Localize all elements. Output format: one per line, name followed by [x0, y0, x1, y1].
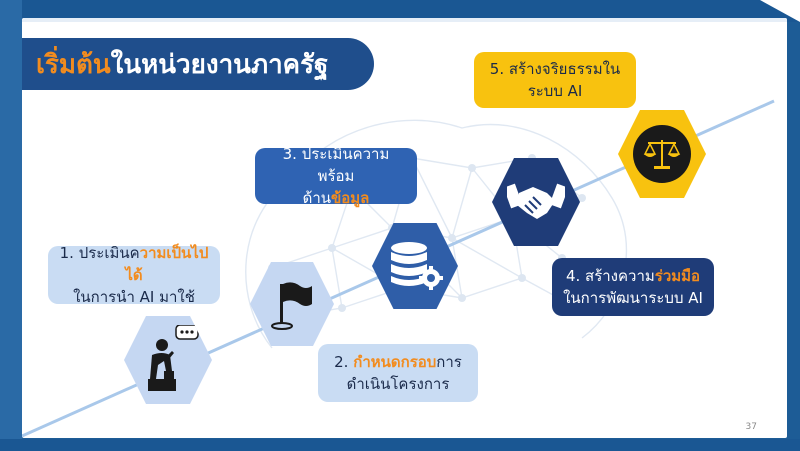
slide-title: เริ่มต้น ในหน่วยงานภาครัฐ — [22, 38, 374, 90]
step-1-line2: ในการนำ AI มาใช้ — [73, 288, 195, 306]
step-1-hex — [124, 316, 212, 404]
step-3-line1: 3. ประเมินความพร้อม — [282, 145, 390, 185]
step-2-prefix: 2. — [334, 353, 354, 371]
step-1-box: 1. ประเมินความเป็นไปได้ ในการนำ AI มาใช้ — [48, 244, 220, 306]
step-2-accent: กำหนดกรอบ — [353, 353, 437, 371]
step-5-icon-circle — [633, 125, 691, 183]
corner-wedge — [760, 0, 800, 22]
step-4-box: 4. สร้างความร่วมมือ ในการพัฒนาระบบ AI — [552, 258, 714, 316]
flag-icon — [271, 282, 312, 330]
step-5-line2: ระบบ AI — [527, 82, 583, 100]
step-1-accent: วามเป็นไปได้ — [125, 244, 209, 284]
handshake-icon — [507, 183, 565, 219]
step-2-suffix: การ — [436, 353, 462, 371]
slide: เริ่มต้น ในหน่วยงานภาครัฐ 1. ประเมินความ… — [22, 18, 787, 438]
title-rest: ในหน่วยงานภาครัฐ — [110, 49, 329, 80]
step-3-accent: ข้อมูล — [331, 189, 370, 207]
step-4-accent: ร่วมมือ — [654, 267, 701, 285]
step-4-prefix: 4. สร้างความ — [565, 267, 655, 285]
step-5-line1: 5. สร้างจริยธรรมใน — [489, 60, 621, 78]
frame-top — [0, 0, 800, 22]
title-highlight: เริ่มต้น — [36, 49, 111, 80]
step-1-prefix: 1. ประเมินค — [59, 244, 140, 262]
step-3-box: 3. ประเมินความพร้อม ด้านข้อมูล — [255, 145, 417, 207]
slide-top-strip — [22, 18, 787, 22]
frame-bottom — [0, 439, 800, 451]
frame-left — [0, 0, 22, 451]
step-2-line2: ดำเนินโครงการ — [346, 375, 450, 393]
step-2-hex — [250, 262, 334, 346]
scales-icon — [643, 140, 681, 169]
thinking-person-icon — [148, 325, 199, 391]
step-5-box: 5. สร้างจริยธรรมใน ระบบ AI — [474, 52, 636, 108]
step-3-prefix2: ด้าน — [302, 189, 332, 207]
step-3-hex — [372, 223, 458, 309]
step-5-hex — [618, 110, 706, 198]
page-number: 37 — [745, 422, 757, 432]
database-gear-icon — [391, 242, 443, 290]
step-2-box: 2. กำหนดกรอบการ ดำเนินโครงการ — [318, 344, 478, 402]
step-4-line2: ในการพัฒนาระบบ AI — [563, 289, 703, 307]
